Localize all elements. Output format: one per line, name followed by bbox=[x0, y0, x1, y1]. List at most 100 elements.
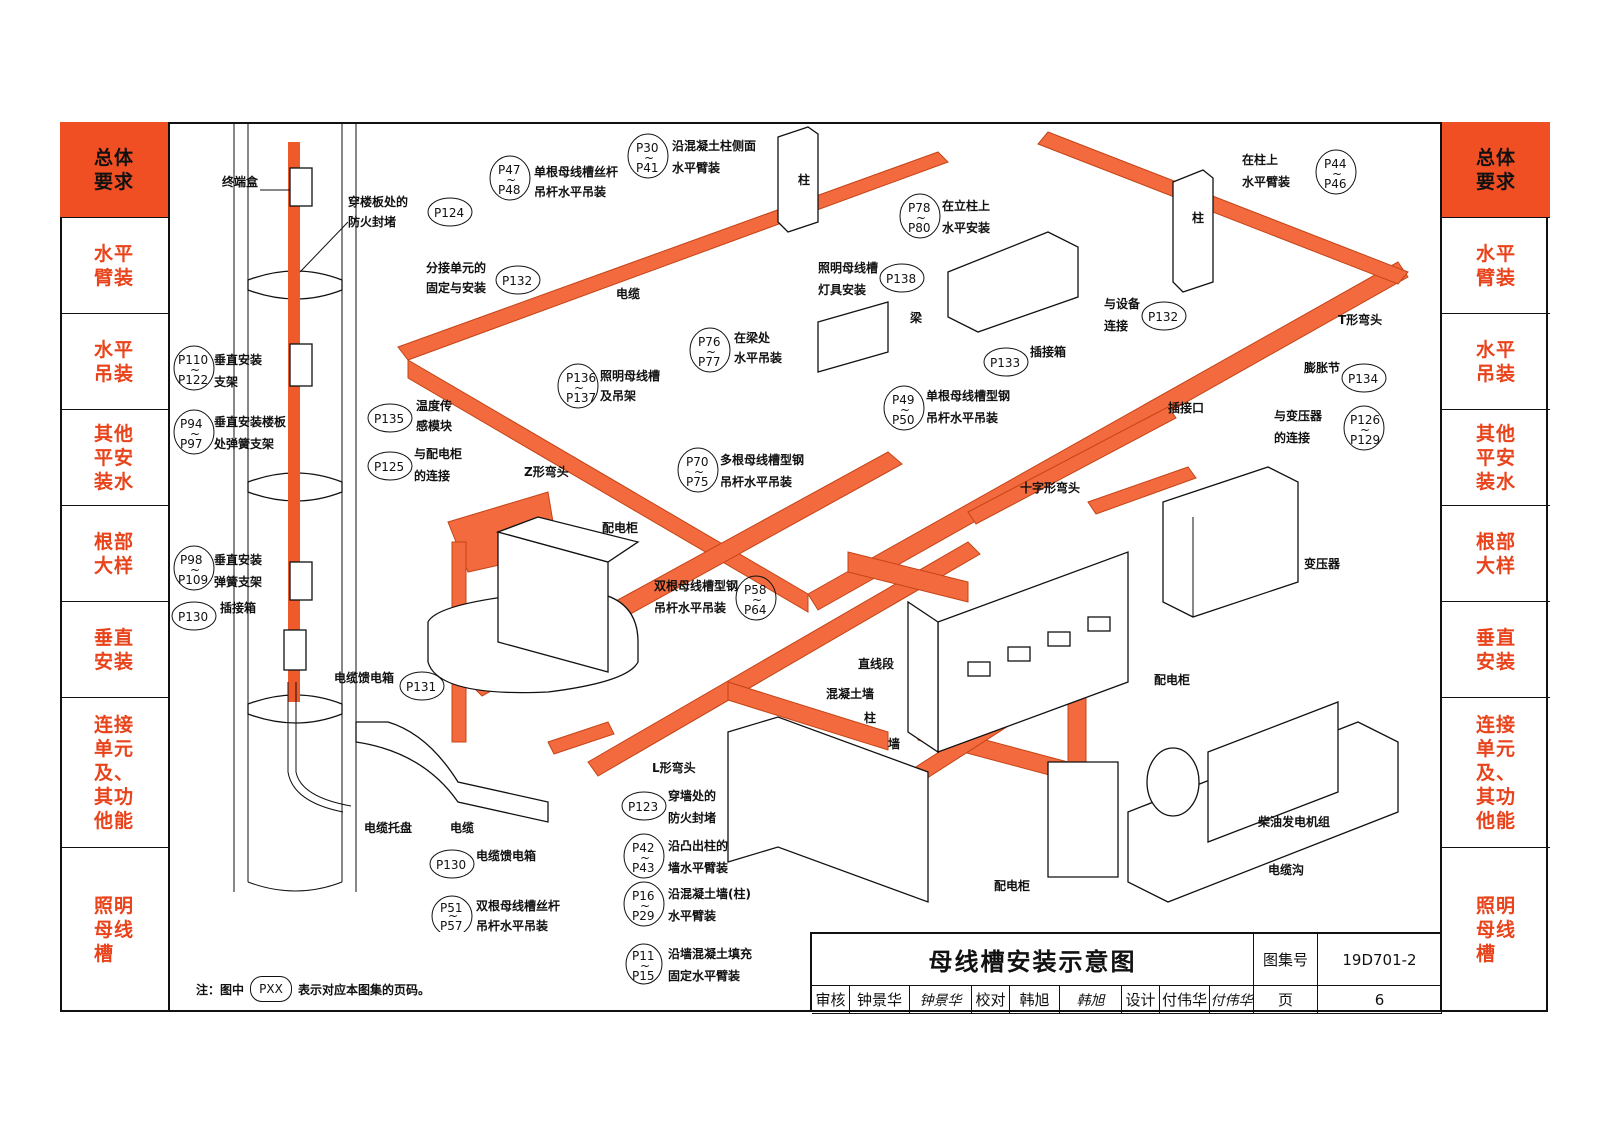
label-cable-tray: 电缆托盘 bbox=[364, 820, 412, 835]
label-single-steel-1: 单根母线槽型钢 bbox=[926, 388, 1010, 403]
tab-lighting-busway-r[interactable]: 照明 母线 槽 bbox=[1475, 895, 1516, 965]
label-terminal-box: 终端盒 bbox=[222, 174, 259, 189]
label-expansion: 膨胀节 bbox=[1303, 360, 1340, 375]
tab-root-detail[interactable]: 根部 大样 bbox=[60, 506, 168, 602]
svg-text:~: ~ bbox=[644, 151, 654, 165]
label-on-column-2: 水平安装 bbox=[942, 220, 990, 235]
pcode-p94: P94 bbox=[180, 417, 203, 431]
label-cable: 电缆 bbox=[616, 286, 640, 301]
svg-text:~: ~ bbox=[916, 211, 926, 225]
label-fire-seal-floor-2: 防火封堵 bbox=[348, 214, 396, 229]
label-dist-cabinet: 配电柜 bbox=[602, 520, 638, 535]
label-cable-feed-box: 电缆馈电箱 bbox=[334, 670, 394, 685]
label-multi-steel-1: 多根母线槽型钢 bbox=[720, 452, 804, 467]
tab-vertical-install-r[interactable]: 垂直 安装 bbox=[1442, 602, 1550, 698]
pcode-p125: P125 bbox=[374, 460, 404, 474]
label-dist-cabinet2: 配电柜 bbox=[1154, 672, 1190, 687]
pcode-p97: P97 bbox=[180, 437, 203, 451]
atlas-label: 图集号 bbox=[1254, 934, 1318, 986]
label-wall-fire-seal-2: 防火封堵 bbox=[668, 810, 716, 825]
label-double-steel-2: 吊杆水平吊装 bbox=[654, 600, 726, 615]
pcode-p80: P80 bbox=[908, 221, 931, 235]
svg-text:~: ~ bbox=[752, 593, 762, 607]
label-plug-box: 插接箱 bbox=[1030, 344, 1066, 359]
pcode-p132b: P132 bbox=[1148, 310, 1178, 324]
reviewer-signature: 钟景华 bbox=[910, 986, 972, 1014]
annotations: 终端盒 穿楼板处的 防火封堵 P124 分接单元的 固定与安装 P132 P47… bbox=[171, 133, 1387, 932]
svg-text:~: ~ bbox=[506, 173, 516, 187]
drawing-title: 母线槽安装示意图 bbox=[812, 934, 1254, 986]
pcode-p75: P75 bbox=[686, 475, 709, 489]
label-cable-trench: 电缆沟 bbox=[1268, 862, 1304, 877]
label-diesel: 柴油发电机组 bbox=[1257, 814, 1330, 829]
pcode-p131: P131 bbox=[406, 680, 436, 694]
svg-text:~: ~ bbox=[640, 851, 650, 865]
label-straight: 直线段 bbox=[858, 656, 895, 671]
atlas-number: 19D701-2 bbox=[1318, 934, 1442, 986]
tab-horizontal-hang-r[interactable]: 水平 吊装 bbox=[1442, 314, 1550, 410]
tab-other-install[interactable]: 其他 平安 装水 bbox=[60, 410, 168, 506]
label-vert-support-1: 垂直安装 bbox=[214, 352, 262, 367]
label-fire-seal-floor-1: 穿楼板处的 bbox=[348, 194, 408, 209]
label-column-1: 柱 bbox=[798, 172, 810, 187]
label-transformer: 变压器 bbox=[1304, 556, 1341, 571]
label-l-bend: L形弯头 bbox=[652, 760, 696, 775]
fill-wall-callout: P11 ~ P15 沿墙混凝土填充 固定水平臂装 bbox=[624, 940, 824, 1000]
pcode-p135: P135 bbox=[374, 412, 404, 426]
pcode-p51: P51 bbox=[440, 901, 463, 915]
label-on-beam-1: 在梁处 bbox=[734, 330, 771, 345]
tab-vertical-install[interactable]: 垂直 安装 bbox=[60, 602, 168, 698]
pcode-p15: P15 bbox=[632, 969, 655, 983]
tab-horizontal-hang[interactable]: 水平 吊装 bbox=[60, 314, 168, 410]
tab-connection-units-r[interactable]: 连接 单元 及、 其功 他能 bbox=[1442, 698, 1550, 848]
tab-general-requirements-r[interactable]: 总体 要求 bbox=[1442, 122, 1550, 218]
tab-root-detail-r[interactable]: 根部 大样 bbox=[1442, 506, 1550, 602]
label-branch-unit-1: 分接单元的 bbox=[426, 260, 486, 275]
pcode-p134: P134 bbox=[1348, 372, 1378, 386]
designer: 付伟华 bbox=[1160, 986, 1210, 1014]
pcode-p98: P98 bbox=[180, 553, 203, 567]
left-tab-column: 总体 要求 水平 臂装 水平 吊装 其他 平安 装水 根部 大样 垂直 安装 连… bbox=[60, 122, 170, 1012]
pcode-p126: P126 bbox=[1350, 413, 1380, 427]
pcode-p44: P44 bbox=[1324, 157, 1347, 171]
tab-other-install-r[interactable]: 其他 平安 装水 bbox=[1442, 410, 1550, 506]
pcode-p46: P46 bbox=[1324, 177, 1347, 191]
svg-text:~: ~ bbox=[900, 403, 910, 417]
label-double-steel-1: 双根母线槽型钢 bbox=[654, 578, 738, 593]
label-branch-unit-2: 固定与安装 bbox=[426, 280, 486, 295]
label-lighting-hanger-2: 及吊架 bbox=[600, 388, 636, 403]
tab-connection-units[interactable]: 连接 单元 及、 其功 他能 bbox=[60, 698, 168, 848]
drawing-frame bbox=[60, 122, 1548, 1012]
pcode-p16: P16 bbox=[632, 889, 655, 903]
pcode-p77: P77 bbox=[698, 355, 721, 369]
pcode-p109: P109 bbox=[178, 573, 208, 587]
label-cabinet-conn-2: 的连接 bbox=[414, 468, 450, 483]
label-fill-wall-1: 沿墙混凝土填充 bbox=[667, 946, 752, 961]
label-along-wall-1: 沿混凝土墙(柱) bbox=[667, 886, 751, 901]
label-fill-wall-2: 固定水平臂装 bbox=[668, 968, 740, 983]
pcode-p138: P138 bbox=[886, 272, 916, 286]
label-transformer-conn-1: 与变压器 bbox=[1274, 408, 1323, 423]
tab-horizontal-arm-r[interactable]: 水平 臂装 bbox=[1442, 218, 1550, 314]
tab-lighting-busway[interactable]: 照明 母线 槽 bbox=[93, 895, 134, 965]
columns bbox=[777, 126, 1214, 373]
review-label: 审核 bbox=[812, 986, 850, 1014]
svg-text:~: ~ bbox=[1332, 167, 1342, 181]
label-double-rod-1: 双根母线槽丝杆 bbox=[476, 898, 560, 913]
pcode-p130: P130 bbox=[178, 610, 208, 624]
label-z-bend: Z形弯头 bbox=[524, 464, 569, 479]
pcode-p136: P136 bbox=[566, 371, 596, 385]
label-vert-spring2-1: 垂直安装 bbox=[214, 552, 262, 567]
svg-text:~: ~ bbox=[640, 899, 650, 913]
transformer bbox=[1162, 466, 1299, 618]
designer-signature: 付伟华 bbox=[1210, 986, 1254, 1014]
label-column-arm-1: 在柱上 bbox=[1242, 152, 1278, 167]
tab-horizontal-arm[interactable]: 水平 臂装 bbox=[60, 218, 168, 314]
pcode-p42: P42 bbox=[632, 841, 655, 855]
tab-general-requirements[interactable]: 总体 要求 bbox=[60, 122, 168, 218]
label-along-column-1: 沿混凝土柱侧面 bbox=[671, 138, 756, 153]
label-lighting-lamp-2: 灯具安装 bbox=[818, 282, 866, 297]
reviewer: 钟景华 bbox=[850, 986, 910, 1014]
pcode-p43: P43 bbox=[632, 861, 655, 875]
svg-text:~: ~ bbox=[706, 345, 716, 359]
